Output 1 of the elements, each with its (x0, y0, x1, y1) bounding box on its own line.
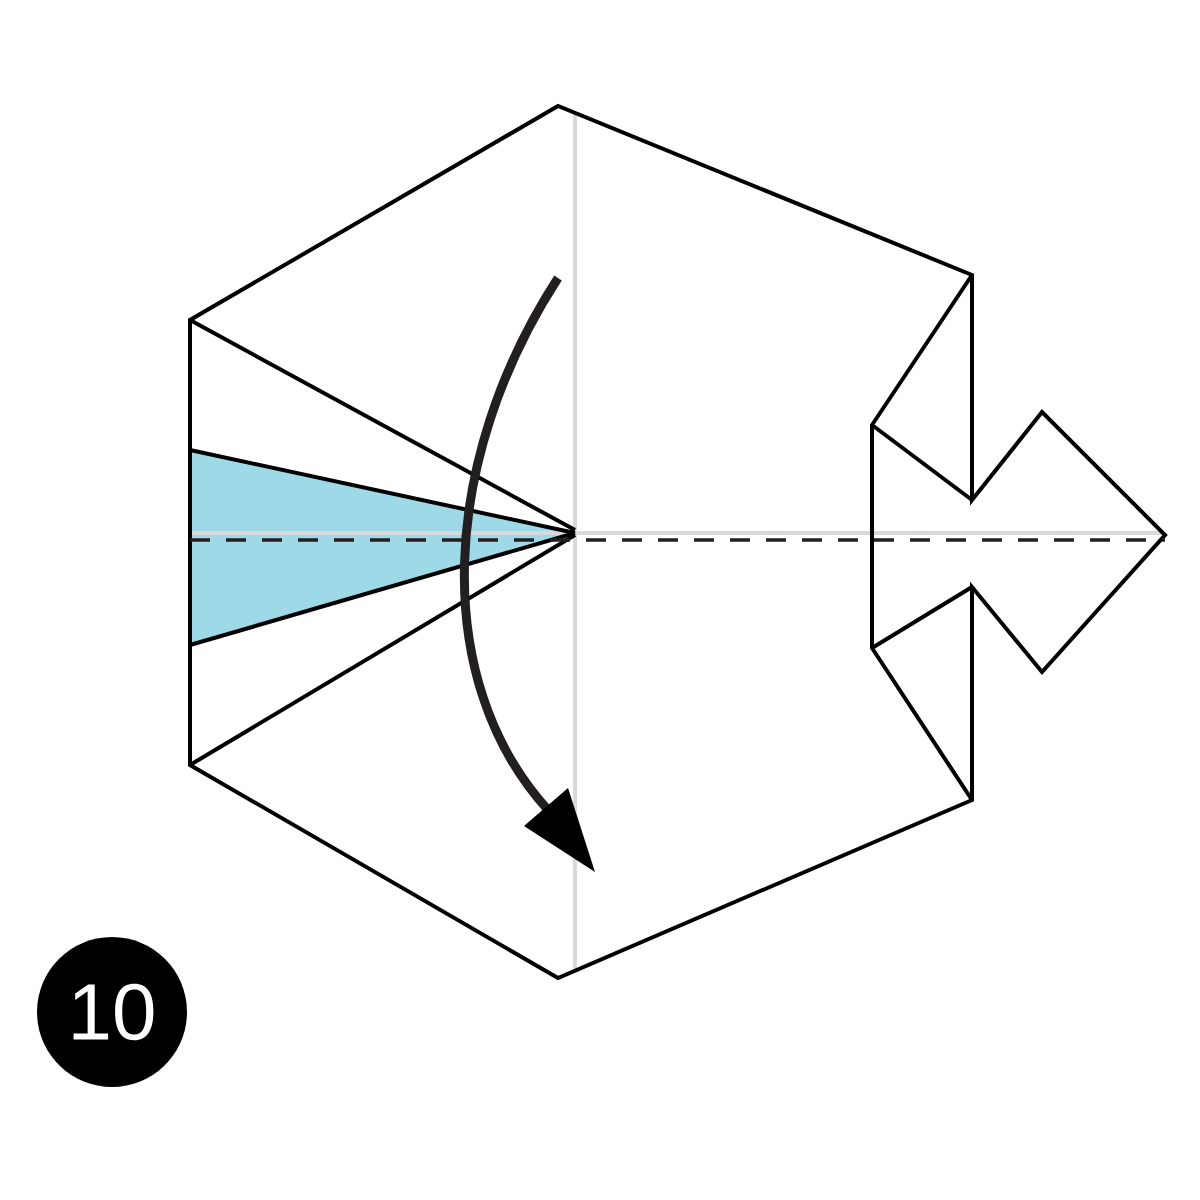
step-number-badge: 10 (37, 937, 187, 1087)
